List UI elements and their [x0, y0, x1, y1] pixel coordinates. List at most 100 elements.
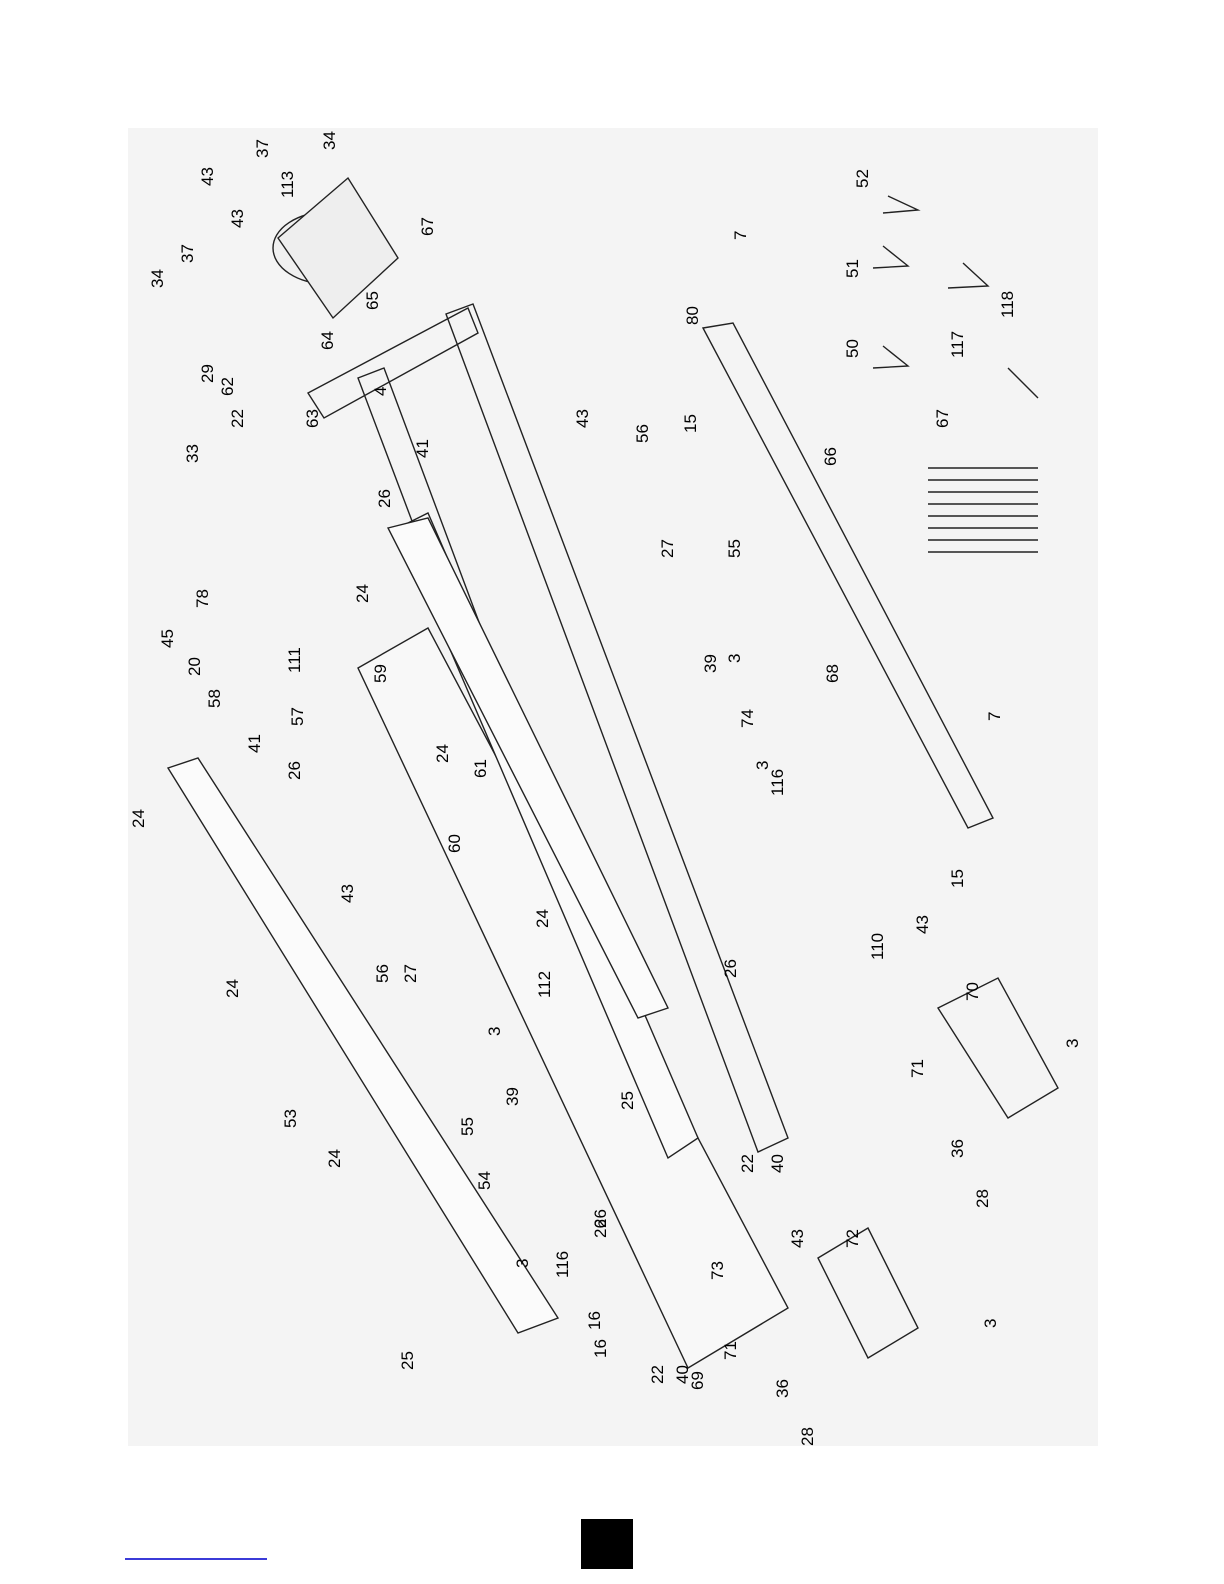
callout-label-c116b: 116	[553, 1251, 572, 1278]
callout-label-c68: 68	[823, 664, 842, 683]
callout-label-c24c: 24	[533, 909, 552, 928]
callout-label-c64: 64	[318, 331, 337, 350]
callout-label-c25b: 25	[618, 1091, 637, 1110]
callout-label-c56b: 56	[373, 964, 392, 983]
callout-label-c111: 111	[285, 647, 304, 673]
wire-ties	[928, 468, 1038, 552]
callout-label-c26d: 26	[721, 959, 740, 978]
callout-label-c61: 61	[471, 759, 490, 778]
callout-label-c39b: 39	[503, 1087, 522, 1106]
callout-label-c58: 58	[205, 689, 224, 708]
rear-foot-cover-left	[818, 1228, 918, 1358]
callout-label-c53: 53	[281, 1109, 300, 1128]
callout-label-c22b: 22	[738, 1154, 757, 1173]
callout-label-c7b: 7	[985, 712, 1004, 721]
callout-label-c41b: 41	[245, 734, 264, 753]
front-crossbar	[308, 308, 478, 418]
callout-label-c72: 72	[843, 1229, 862, 1248]
callout-label-c59: 59	[371, 664, 390, 683]
callout-label-c41a: 41	[413, 439, 432, 458]
callout-label-c28b: 28	[798, 1427, 817, 1446]
callout-label-c26b: 26	[285, 761, 304, 780]
callout-label-c66: 66	[821, 447, 840, 466]
callout-label-c16b: 16	[591, 1339, 610, 1358]
callout-label-c50: 50	[843, 339, 862, 358]
callout-label-c24d: 24	[129, 809, 148, 828]
callout-label-c39a: 39	[701, 654, 720, 673]
callout-label-c40a: 40	[768, 1154, 787, 1173]
callout-label-c43e: 43	[913, 915, 932, 934]
callout-label-c24f: 24	[325, 1149, 344, 1168]
callout-label-c69: 69	[688, 1371, 707, 1390]
callout-label-c3b: 3	[753, 761, 772, 770]
callout-label-c110: 110	[868, 933, 887, 960]
callout-label-c22a: 22	[228, 409, 247, 428]
rear-foot-cover-right	[938, 978, 1058, 1118]
callout-label-c24b: 24	[433, 744, 452, 763]
callout-label-c25a: 25	[398, 1351, 417, 1370]
footer-link-underline[interactable]	[125, 1558, 267, 1560]
callout-label-c16a: 16	[585, 1311, 604, 1330]
callout-label-c24a: 24	[353, 584, 372, 603]
callout-label-c24e: 24	[223, 979, 242, 998]
callout-label-c33: 33	[183, 444, 202, 463]
callout-label-c63: 63	[303, 409, 322, 428]
callout-label-c36b: 36	[773, 1379, 792, 1398]
callout-label-c60: 60	[445, 834, 464, 853]
callout-label-c15b: 15	[948, 869, 967, 888]
callout-label-c3e: 3	[1063, 1039, 1082, 1048]
callout-label-c37a: 37	[253, 139, 272, 158]
callout-label-c62: 62	[218, 377, 237, 396]
callout-label-c73: 73	[708, 1261, 727, 1280]
callout-label-c3d: 3	[513, 1259, 532, 1268]
hex-key-52	[883, 196, 918, 213]
callout-label-c34a: 34	[320, 131, 339, 150]
callout-label-c3a: 3	[725, 654, 744, 663]
callout-label-c65: 65	[363, 291, 382, 310]
callout-label-c71a: 71	[908, 1059, 927, 1078]
callout-label-c67b: 67	[933, 409, 952, 428]
callout-label-c56a: 56	[633, 424, 652, 443]
callout-label-c51: 51	[843, 259, 862, 278]
callout-label-c54: 54	[475, 1171, 494, 1190]
callout-label-c112: 112	[535, 971, 554, 998]
callout-label-c26a: 26	[375, 489, 394, 508]
hex-key-51	[873, 246, 908, 268]
callout-label-c29: 29	[198, 364, 217, 383]
callout-label-c67a: 67	[418, 217, 437, 236]
callout-label-c20: 20	[185, 657, 204, 676]
callout-label-c57: 57	[288, 707, 307, 726]
hex-key-117	[948, 263, 988, 288]
callout-label-c43d: 43	[338, 884, 357, 903]
rear-roller	[703, 323, 993, 828]
callout-label-c28a: 28	[973, 1189, 992, 1208]
callout-label-c113: 113	[278, 171, 297, 198]
callout-label-c7a: 7	[731, 231, 750, 240]
callout-label-c117: 117	[948, 331, 967, 358]
callout-label-c37b: 37	[178, 244, 197, 263]
callout-label-c43b: 43	[228, 209, 247, 228]
callout-label-c34b: 34	[148, 269, 167, 288]
callout-label-c70: 70	[963, 982, 982, 1001]
hex-key-50	[873, 346, 908, 368]
callout-label-c43f: 43	[788, 1229, 807, 1248]
callout-label-c26e: 26	[591, 1219, 610, 1238]
callout-label-c52: 52	[853, 169, 872, 188]
callout-label-c116a: 116	[768, 769, 787, 796]
wrench-118	[1008, 368, 1038, 398]
callout-label-c3c: 3	[485, 1027, 504, 1036]
callout-label-c3f: 3	[981, 1319, 1000, 1328]
deck-platform	[358, 628, 788, 1368]
callout-label-c74: 74	[738, 709, 757, 728]
callout-label-c55b: 55	[458, 1117, 477, 1136]
callout-label-c22c: 22	[648, 1365, 667, 1384]
callout-label-c15a: 15	[681, 414, 700, 433]
callout-label-c55a: 55	[725, 539, 744, 558]
callout-label-c43c: 43	[573, 409, 592, 428]
page-number-box	[581, 1519, 633, 1569]
callout-label-c36a: 36	[948, 1139, 967, 1158]
callout-label-c71b: 71	[721, 1341, 740, 1360]
